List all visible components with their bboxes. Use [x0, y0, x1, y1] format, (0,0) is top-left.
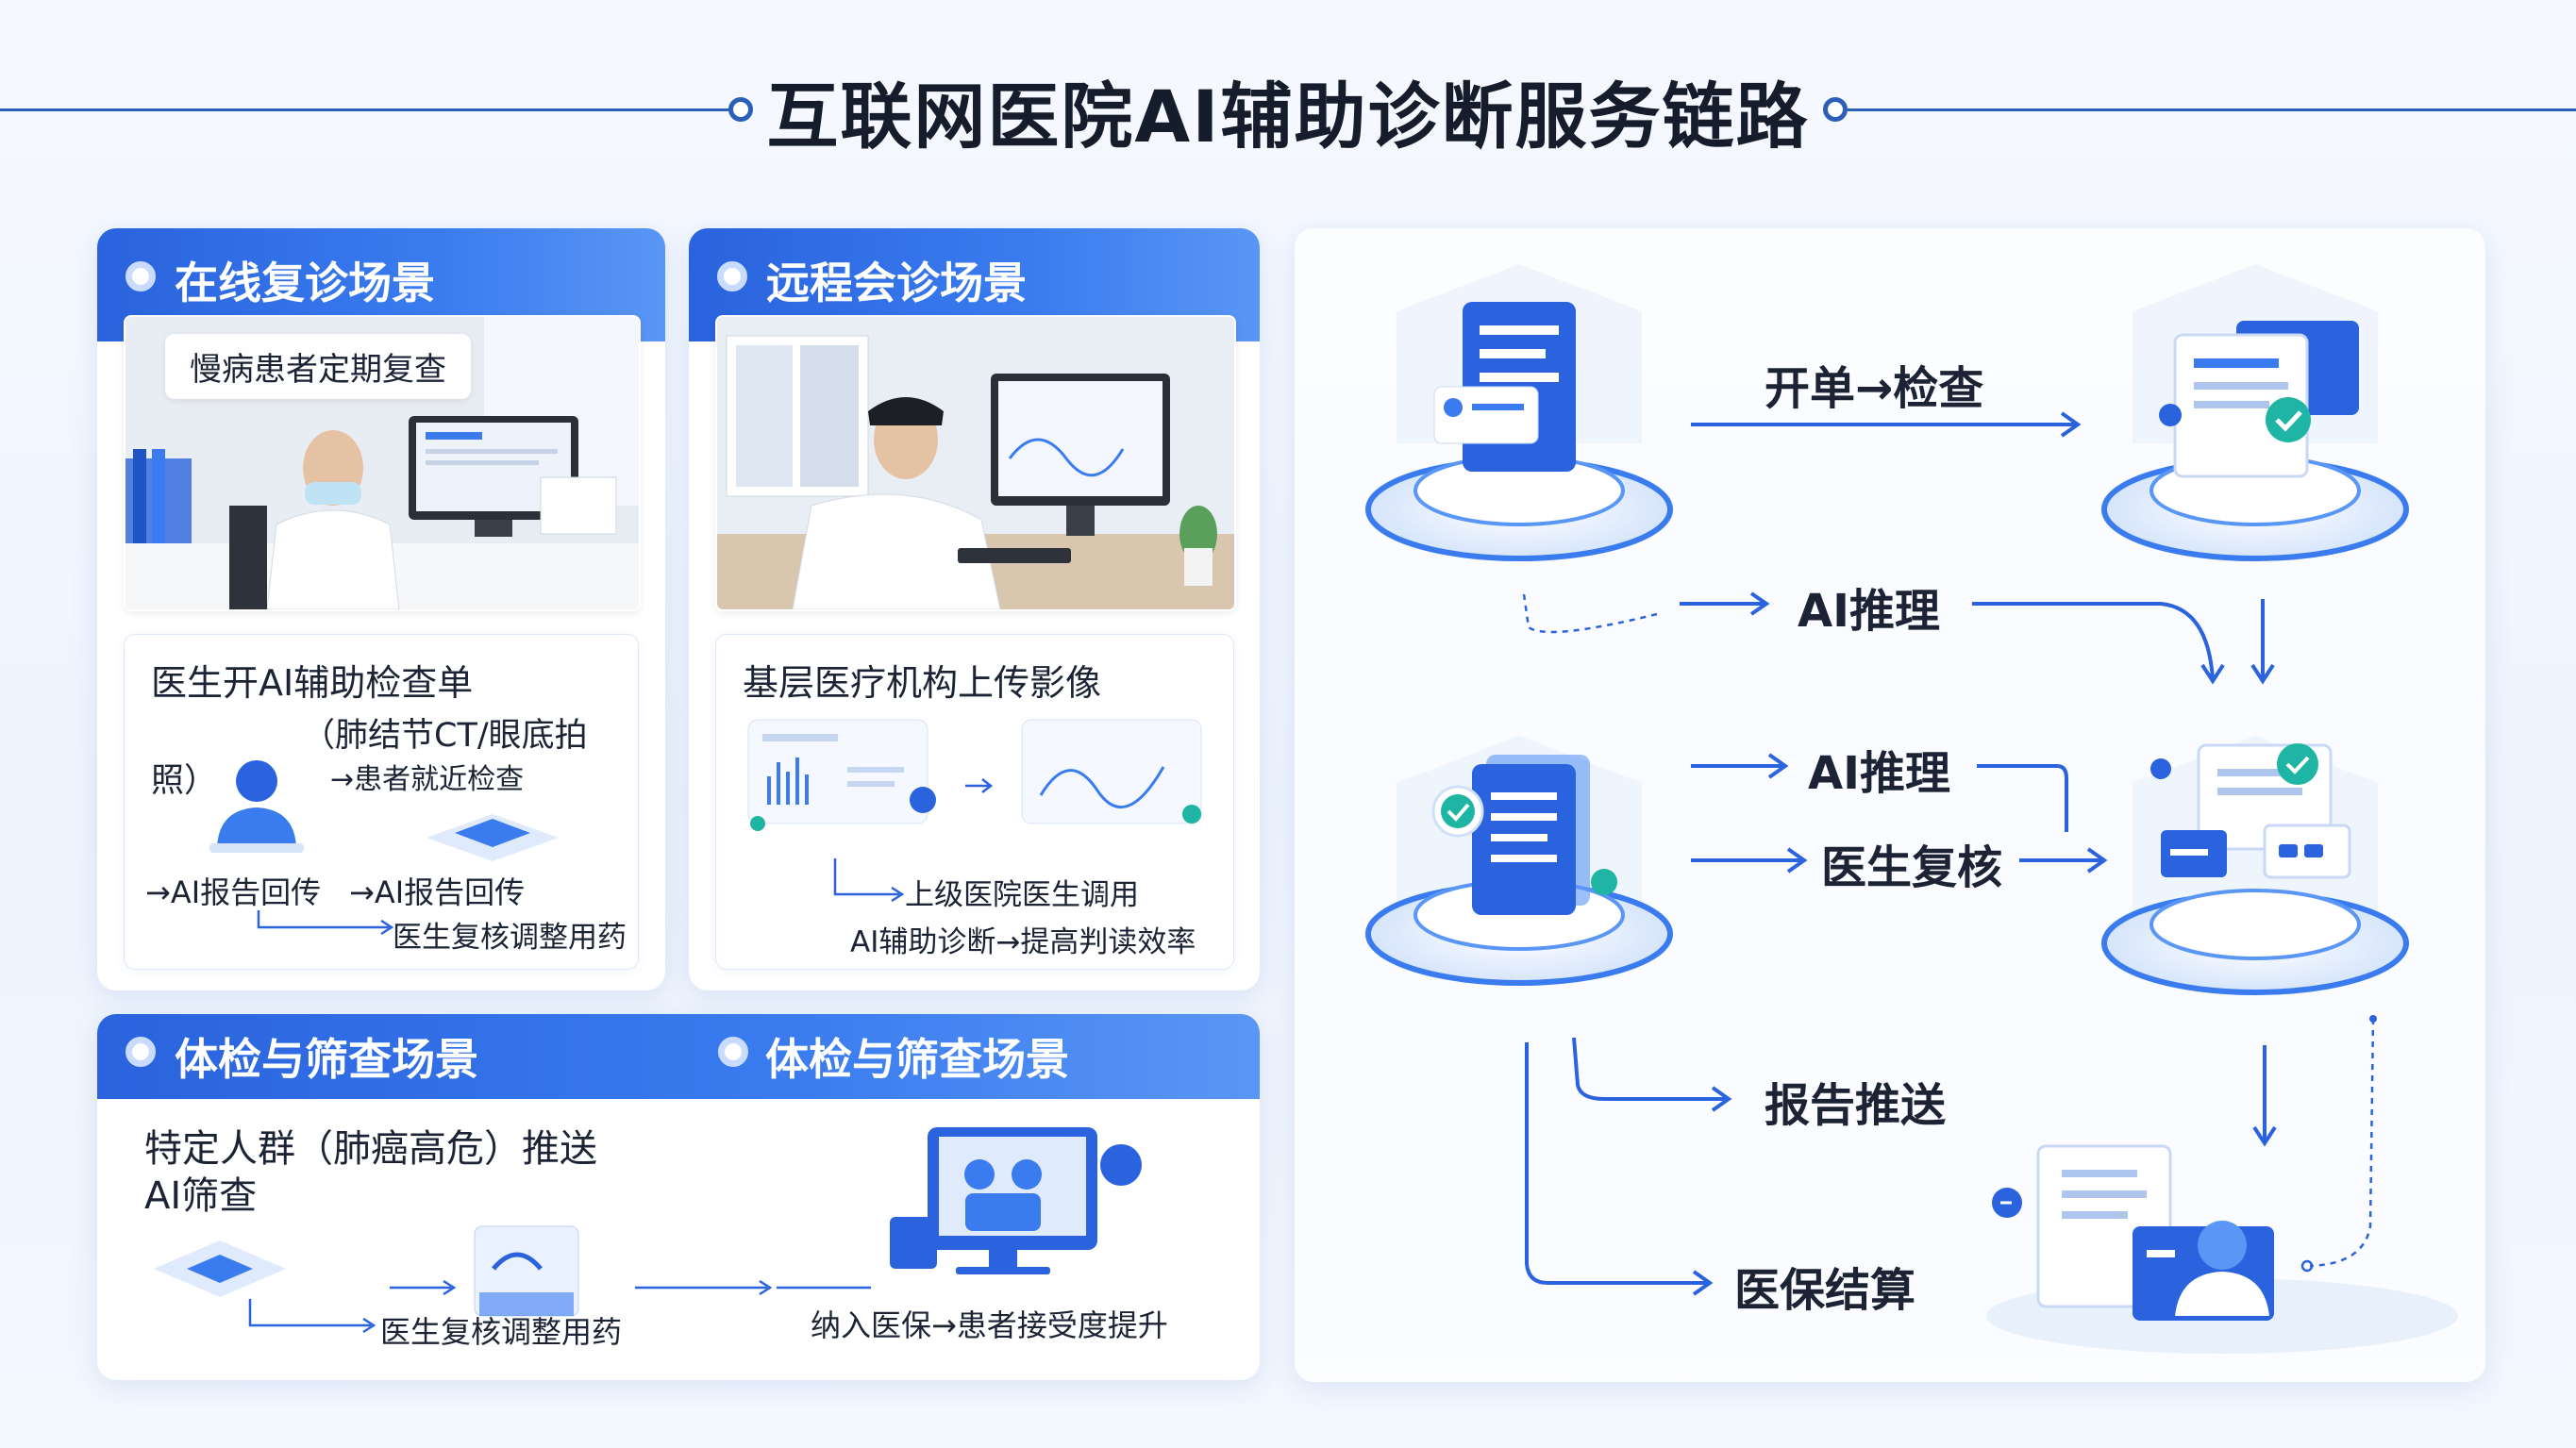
- remote-line2: 上级医院医生调用: [905, 878, 1139, 912]
- insurance-settlement-icon: [1986, 1144, 2458, 1354]
- header-dot-icon: [125, 261, 156, 291]
- doctor-consult-photo: 慢病患者定期复查: [124, 315, 641, 611]
- screening-panel: 体检与筛查场景 体检与筛查场景 特定人群（肺癌高危）推送 AI筛查 医生复核调整…: [97, 1014, 1260, 1380]
- online-line5: →AI报告回传: [145, 874, 322, 910]
- remote-line1: 基层医疗机构上传影像: [743, 662, 1102, 704]
- screening-flow-illustration: [154, 1127, 1142, 1317]
- online-line4: →患者就近检查: [330, 763, 525, 796]
- remote-consult-panel: 远程会诊场景 基层医疗机构上传影像: [689, 228, 1260, 990]
- photo-label-chronic: 慢病患者定期复查: [165, 334, 471, 399]
- screening-review-arrow: [248, 1299, 376, 1334]
- page-title: 互联网医院AI辅助诊断服务链路: [766, 75, 1810, 158]
- remote-office-illustration: [717, 317, 1234, 609]
- online-desc-box: 医生开AI辅助检查单 （肺结节CT/眼底拍 照） →患者就近检查 →AI报告回传…: [124, 634, 639, 970]
- doctor-avatar-icon: [209, 760, 304, 853]
- title-line-right: [1848, 108, 2576, 111]
- referral-arrow-icon: [833, 858, 905, 903]
- screening-line3: 医生复核调整用药: [380, 1314, 623, 1350]
- check-report-icon: [2101, 264, 2409, 561]
- online-line7: 医生复核调整用药: [393, 921, 627, 955]
- online-line6: →AI报告回传: [349, 874, 526, 910]
- ai-document-icon: [1365, 736, 1673, 986]
- online-panel-title: 在线复诊场景: [175, 258, 435, 308]
- review-dashboard-icon: [2101, 736, 2409, 995]
- title-line-left: [0, 108, 731, 111]
- online-line1: 医生开AI辅助检查单: [151, 662, 474, 704]
- screening-line1: 特定人群（肺癌高危）推送: [144, 1127, 597, 1171]
- title-dot-left: [728, 97, 753, 122]
- screening-panel-header: 体检与筛查场景 体检与筛查场景: [97, 1014, 1260, 1099]
- flow-step-order-check: 开单→检查: [1765, 362, 1984, 415]
- remote-panel-title: 远程会诊场景: [766, 258, 1027, 308]
- flow-step-ai-inference-2: AI推理: [1808, 747, 1951, 800]
- screening-line4: 纳入医保→患者接受度提升: [811, 1307, 1168, 1343]
- flow-arrows: [1522, 411, 2375, 1296]
- screening-panel-title-left: 体检与筛查场景: [175, 1034, 478, 1085]
- online-line2: （肺结节CT/眼底拍: [302, 717, 588, 755]
- title-dot-right: [1823, 97, 1848, 122]
- screening-line2: AI筛查: [144, 1174, 258, 1218]
- flow-step-ai-inference-1: AI推理: [1798, 585, 1941, 638]
- order-document-icon: [1365, 264, 1673, 561]
- image-upload-illustration: [747, 719, 1202, 831]
- header-dot-icon: [717, 261, 747, 291]
- flow-step-doctor-review: 医生复核: [1821, 841, 2003, 894]
- online-followup-panel: 在线复诊场景 慢病患者定期复查 医生开AI辅助检查单 （肺结节CT/眼底拍 照）: [97, 228, 665, 990]
- header-dot-icon: [125, 1037, 156, 1067]
- screening-panel-title-right: 体检与筛查场景: [765, 1034, 1069, 1085]
- flow-step-insurance-settlement: 医保结算: [1734, 1264, 1916, 1317]
- header-dot-icon-right: [718, 1037, 748, 1067]
- online-line3: 照）: [151, 762, 218, 800]
- scanner-platform-icon: [427, 814, 559, 861]
- remote-doctor-photo: [715, 315, 1236, 611]
- remote-desc-box: 基层医疗机构上传影像 上级医院医生调用 AI辅助诊断→提高判读效率: [715, 634, 1234, 970]
- flow-step-report-push: 报告推送: [1765, 1079, 1947, 1132]
- remote-line3: AI辅助诊断→提高判读效率: [850, 925, 1196, 959]
- return-arrow-icon: [257, 910, 394, 936]
